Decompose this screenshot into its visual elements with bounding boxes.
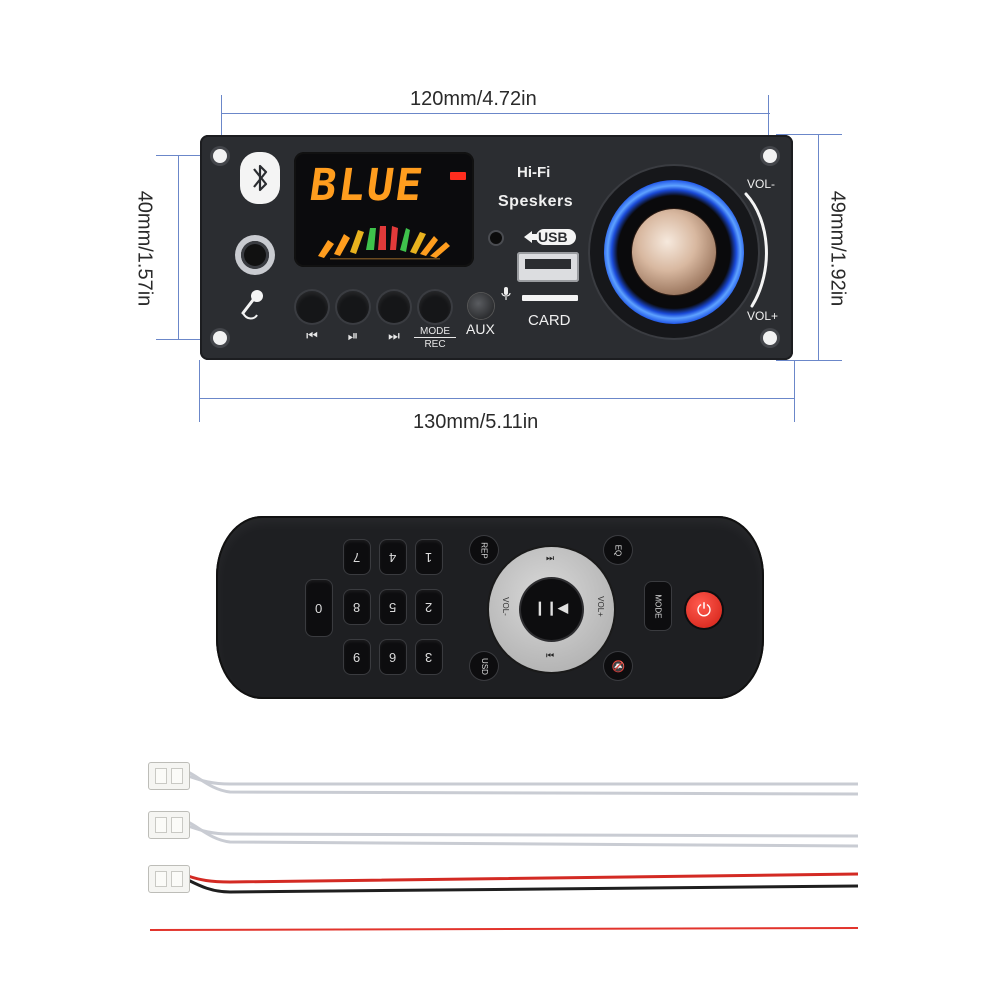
remote-rep-button[interactable]: REP: [470, 536, 498, 564]
mic-small-icon: [500, 286, 512, 302]
remote-key-0[interactable]: 0: [306, 580, 332, 636]
top-dimension-line: [222, 113, 770, 114]
mode-label: MODE: [414, 326, 456, 338]
remote-power-icon: ⏻: [696, 599, 712, 620]
remote-key-5[interactable]: 5: [380, 590, 406, 624]
left-height-label: 40mm/1.57in: [133, 190, 156, 307]
play-pause-button[interactable]: [337, 291, 369, 323]
remote-key-8[interactable]: 8: [344, 590, 370, 624]
cables: [149, 770, 859, 931]
display-red-indicator: [450, 172, 466, 180]
bluetooth-icon: [240, 152, 280, 204]
mode-rec-button[interactable]: [419, 291, 451, 323]
cable-connector-2: [148, 811, 190, 839]
rec-label: REC: [424, 339, 446, 350]
mount-hole-bottom-right: [763, 331, 777, 345]
sd-card-slot[interactable]: [522, 295, 578, 301]
top-width-label: 120mm/4.72in: [410, 88, 537, 110]
bottom-dimension-line: [200, 398, 795, 399]
remote-eq-button[interactable]: EQ: [604, 536, 632, 564]
remote-dpad-vol-minus: VOL-: [500, 597, 510, 616]
remote-key-2[interactable]: 2: [416, 590, 442, 624]
cable-connector-3: [148, 865, 190, 893]
remote-key-9[interactable]: 9: [344, 640, 370, 674]
left-dimension-line: [178, 155, 179, 340]
microphone-icon: [233, 285, 273, 325]
card-label: CARD: [528, 312, 571, 329]
right-dimension-tick-bottom: [776, 360, 842, 361]
next-icon: ⏭: [388, 328, 400, 343]
left-dimension-tick-bottom: [156, 339, 226, 340]
bottom-dimension-tick-right: [794, 360, 795, 422]
remote-key-4[interactable]: 4: [380, 540, 406, 574]
right-height-label: 49mm/1.92in: [826, 190, 849, 307]
remote-key-1[interactable]: 1: [416, 540, 442, 574]
spectrum-bars-icon: [310, 220, 460, 260]
prev-icon: ⏮: [306, 328, 318, 343]
vol-minus-label: VOL-: [747, 177, 776, 191]
brand-title-line2: Speskers: [498, 193, 574, 210]
next-button[interactable]: [378, 291, 410, 323]
volume-arc-icon: [740, 190, 780, 310]
aux-input-knob[interactable]: [468, 293, 494, 319]
remote-power-button[interactable]: ⏻: [686, 592, 722, 628]
left-dimension-tick-top: [156, 155, 226, 156]
remote-mute-button[interactable]: 🔇: [604, 652, 632, 680]
usb-port[interactable]: [517, 252, 579, 282]
vol-plus-label: VOL+: [747, 309, 779, 323]
display-text: BLUE: [306, 160, 428, 211]
play-pause-icon: ⏯: [347, 328, 359, 343]
aux-jack[interactable]: [235, 235, 275, 275]
aux-label: AUX: [466, 321, 495, 337]
cable-3: [187, 872, 859, 894]
remote-key-7[interactable]: 7: [344, 540, 370, 574]
prev-button[interactable]: [296, 291, 328, 323]
cable-2: [187, 820, 859, 848]
right-dimension-tick-top: [776, 134, 842, 135]
mount-hole-bottom-left: [213, 331, 227, 345]
mount-hole-top-right: [763, 149, 777, 163]
remote-play-button[interactable]: ▶❙❙: [521, 579, 582, 640]
top-dimension-tick-right: [768, 95, 769, 155]
cable-4: [149, 927, 859, 931]
remote-dpad-vol-plus: VOL+: [595, 596, 605, 617]
mount-hole-top-left: [213, 149, 227, 163]
usb-icon: [522, 227, 578, 247]
bottom-width-label: 130mm/5.11in: [413, 411, 539, 433]
bottom-dimension-tick-left: [199, 360, 200, 422]
right-dimension-line: [818, 135, 819, 360]
volume-knob[interactable]: [632, 209, 716, 295]
remote-dpad-prev-icon: ⏭: [546, 553, 555, 563]
remote-key-6[interactable]: 6: [380, 640, 406, 674]
remote-dpad-next-icon: ⏮: [546, 650, 555, 660]
status-led: [490, 232, 502, 244]
top-dimension-tick-left: [221, 95, 222, 155]
brand-title-line1: Hi-Fi: [517, 164, 551, 181]
remote-mode-button[interactable]: MODE: [645, 582, 671, 630]
remote-usd-button[interactable]: USD: [470, 652, 498, 680]
cable-connector-1: [148, 762, 190, 790]
cable-1: [187, 770, 859, 796]
remote-play-icon: ▶❙❙: [534, 602, 569, 618]
usb-label: USB: [538, 229, 568, 245]
remote-key-3[interactable]: 3: [416, 640, 442, 674]
